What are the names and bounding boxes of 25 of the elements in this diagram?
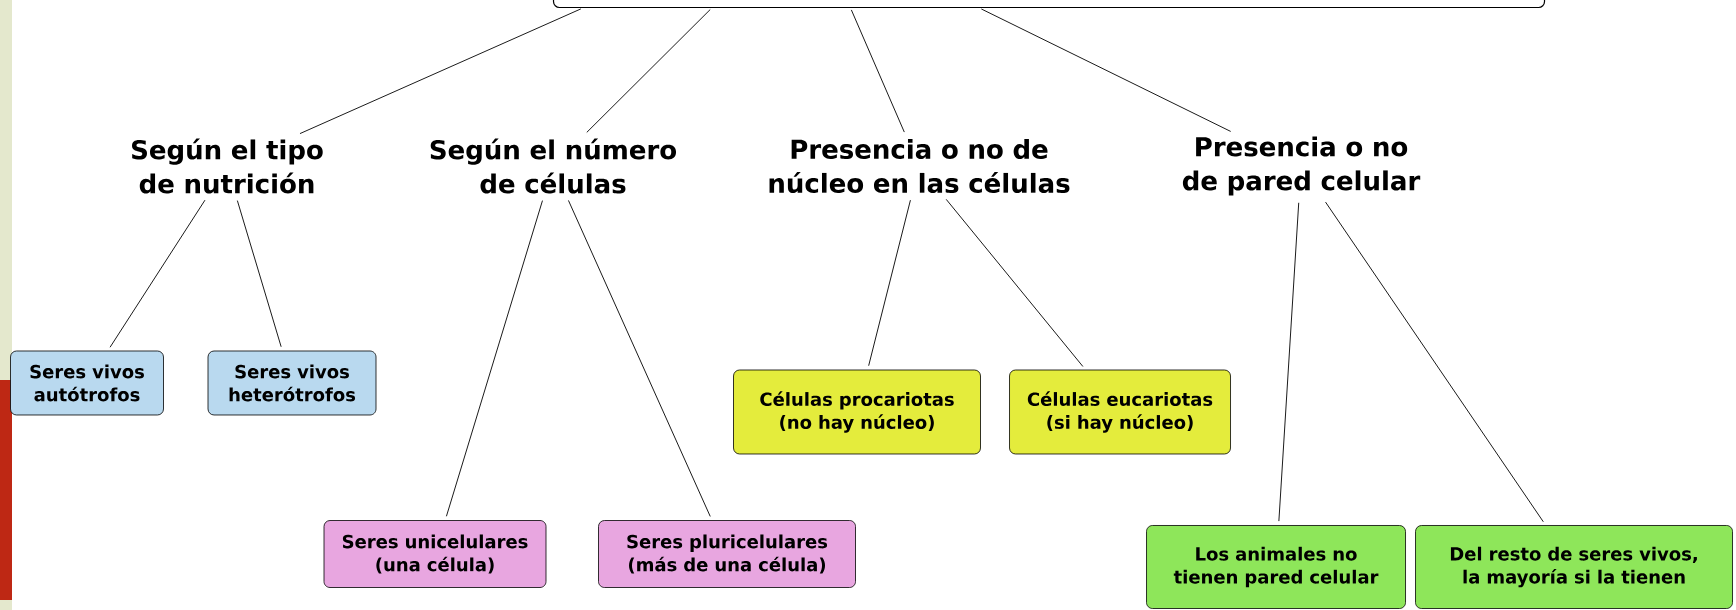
connector-line: [109, 199, 206, 348]
category-box: Células eucariotas (si hay núcleo): [1009, 369, 1231, 455]
connector-line: [850, 9, 905, 133]
category-heading: Según el tipo de nutrición: [132, 138, 323, 194]
category-heading: Presencia o no de pared celular: [1182, 136, 1421, 196]
connector-line: [586, 9, 711, 133]
connector-line: [980, 8, 1232, 132]
category-box: Células procariotas (no hay núcleo): [733, 369, 981, 455]
category-heading: Presencia o no de núcleo en las células: [769, 138, 1070, 194]
category-box: Seres vivos heterótrofos: [207, 350, 377, 416]
connector-line: [868, 199, 911, 367]
title-box: [552, 0, 1546, 9]
connector-line: [1278, 202, 1300, 522]
connector-line: [945, 198, 1084, 367]
connector-line: [299, 8, 582, 135]
connector-line: [1325, 201, 1544, 523]
connector-line: [446, 200, 543, 517]
connector-line: [236, 200, 282, 348]
category-box: Seres pluricelulares (más de una célula): [598, 520, 856, 588]
category-box: Del resto de seres vivos, la mayoría si la tienen: [1415, 525, 1733, 609]
connector-line: [568, 199, 711, 517]
category-box: Seres vivos autótrofos: [10, 350, 164, 416]
category-heading: Según el número de células: [430, 138, 676, 194]
category-box: Seres unicelulares (una célula): [323, 520, 547, 588]
category-box: Los animales no tienen pared celular: [1146, 525, 1406, 609]
